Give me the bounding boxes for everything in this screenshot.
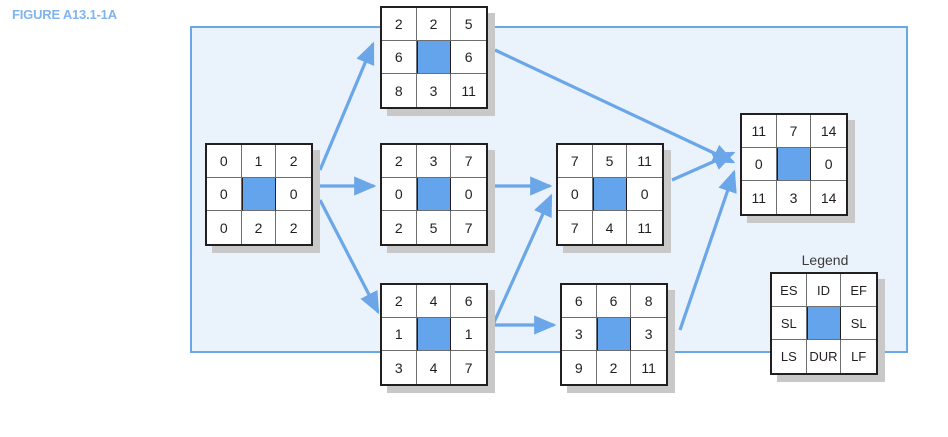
- node-end-highlight: [776, 148, 812, 181]
- node-center-right-sl-left: 0: [558, 178, 593, 211]
- node-end-sl-left: 0: [742, 148, 777, 181]
- node-bottom-middle-lf: 11: [641, 359, 656, 376]
- legend-ls: LS: [772, 340, 807, 373]
- node-start-highlight: [241, 178, 277, 211]
- node-middle-sl-right: 0: [451, 178, 486, 211]
- node-bottom-left-lf: 7: [464, 359, 473, 376]
- node-middle[interactable]: 2 3 7 0 0 2 5 7: [380, 143, 488, 246]
- node-bottom-left-ls: 3: [382, 351, 417, 384]
- node-middle-dur: 5: [417, 211, 452, 244]
- node-top-lf: 11: [461, 82, 476, 99]
- node-bottom-middle-ef: 8: [631, 285, 666, 318]
- node-middle-highlight: [416, 178, 452, 211]
- node-center-right[interactable]: 7 5 11 0 0 7 4 11: [556, 143, 664, 246]
- legend-lf: LF: [851, 349, 867, 364]
- node-center-right-ls: 7: [558, 211, 593, 244]
- node-end-ls: 11: [742, 181, 777, 214]
- node-start-lf: 2: [289, 219, 298, 236]
- node-end-id: 7: [776, 115, 812, 148]
- legend: Legend ES ID EF SL SL LS DUR LF: [770, 252, 880, 375]
- legend-ef: EF: [841, 274, 876, 307]
- node-bottom-middle-highlight: [596, 318, 632, 351]
- node-top-ls: 8: [382, 74, 417, 107]
- node-middle-es: 2: [382, 145, 417, 178]
- legend-dur: DUR: [807, 340, 842, 373]
- node-bottom-left-highlight: [416, 318, 452, 351]
- node-middle-ef: 7: [451, 145, 486, 178]
- node-bottom-middle-ls: 9: [562, 351, 597, 384]
- node-start-sl-right: 0: [276, 178, 311, 211]
- node-end-sl-right: 0: [811, 148, 846, 181]
- node-middle-sl-left: 0: [382, 178, 417, 211]
- node-start-ef: 2: [276, 145, 311, 178]
- node-center-right-sl-right: 0: [627, 178, 662, 211]
- node-bottom-left-sl-right: 1: [451, 318, 486, 351]
- node-start-es: 0: [207, 145, 242, 178]
- node-center-right-ef: 11: [627, 145, 662, 178]
- node-end-es: 11: [742, 115, 777, 148]
- node-top-es: 2: [382, 8, 417, 41]
- node-bottom-left-sl-left: 1: [382, 318, 417, 351]
- node-bottom-left-es: 2: [382, 285, 417, 318]
- node-start-dur: 2: [242, 211, 277, 244]
- node-top-ef: 5: [451, 8, 486, 41]
- node-bottom-left-ef: 6: [451, 285, 486, 318]
- node-end[interactable]: 11 7 14 0 0 11 3 14: [740, 113, 848, 216]
- node-middle-id: 3: [416, 145, 452, 178]
- node-bottom-middle[interactable]: 6 6 8 3 3 9 2 11: [560, 283, 668, 386]
- node-center-right-id: 5: [592, 145, 628, 178]
- node-top[interactable]: 2 2 5 6 6 8 3 11: [380, 6, 488, 109]
- node-middle-lf: 7: [464, 219, 473, 236]
- legend-highlight: [806, 307, 842, 340]
- node-start[interactable]: 0 1 2 0 0 0 2 2: [205, 143, 313, 246]
- node-bottom-middle-sl-right: 3: [631, 318, 666, 351]
- node-center-right-es: 7: [558, 145, 593, 178]
- legend-box: ES ID EF SL SL LS DUR LF: [770, 272, 878, 375]
- node-center-right-highlight: [592, 178, 628, 211]
- node-top-id: 2: [416, 8, 452, 41]
- legend-sl-right: SL: [841, 307, 876, 340]
- node-top-sl-left: 6: [382, 41, 417, 74]
- node-bottom-left-dur: 4: [417, 351, 452, 384]
- node-start-ls: 0: [207, 211, 242, 244]
- node-bottom-middle-dur: 2: [597, 351, 632, 384]
- node-top-highlight: [416, 41, 452, 74]
- figure-title: FIGURE A13.1-1A: [12, 7, 117, 22]
- node-start-id: 1: [241, 145, 277, 178]
- legend-title: Legend: [801, 252, 849, 268]
- node-middle-ls: 2: [382, 211, 417, 244]
- node-end-ef: 14: [811, 115, 846, 148]
- node-top-dur: 3: [417, 74, 452, 107]
- node-start-sl-left: 0: [207, 178, 242, 211]
- node-top-sl-right: 6: [451, 41, 486, 74]
- node-end-dur: 3: [777, 181, 812, 214]
- node-bottom-left[interactable]: 2 4 6 1 1 3 4 7: [380, 283, 488, 386]
- legend-id: ID: [806, 274, 842, 307]
- node-end-lf: 14: [820, 189, 837, 206]
- node-center-right-dur: 4: [593, 211, 628, 244]
- node-bottom-middle-es: 6: [562, 285, 597, 318]
- legend-es: ES: [772, 274, 807, 307]
- node-bottom-left-id: 4: [416, 285, 452, 318]
- node-center-right-lf: 11: [637, 219, 652, 236]
- legend-sl-left: SL: [772, 307, 807, 340]
- node-bottom-middle-sl-left: 3: [562, 318, 597, 351]
- node-bottom-middle-id: 6: [596, 285, 632, 318]
